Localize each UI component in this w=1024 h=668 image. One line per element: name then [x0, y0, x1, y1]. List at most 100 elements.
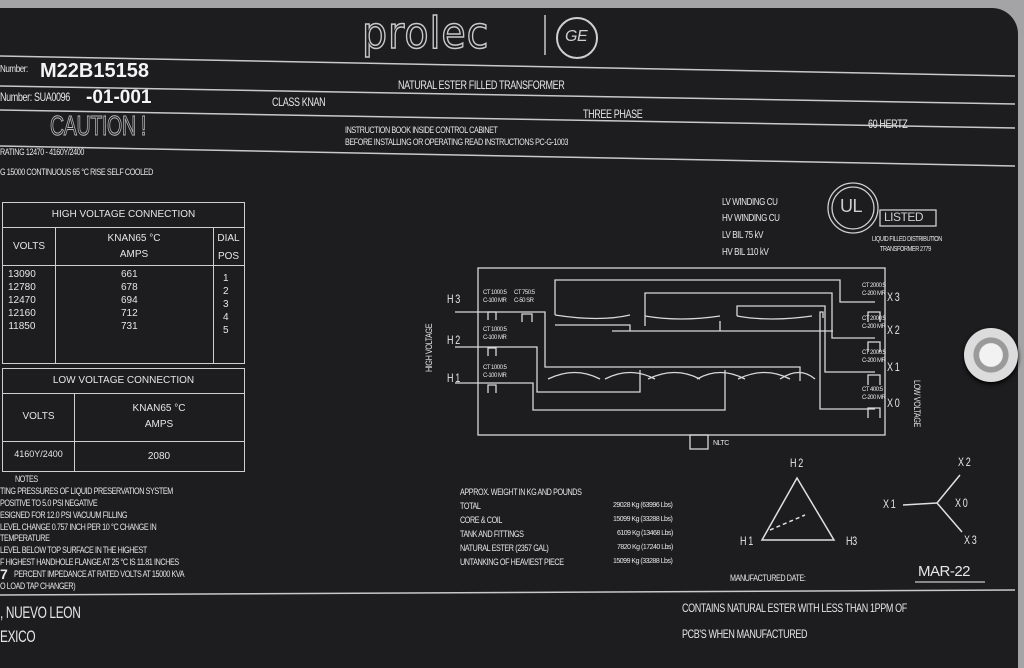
hv-volts: 13090 [8, 269, 36, 280]
plate-rules [0, 15, 1016, 596]
vector-h3: H3 [846, 534, 857, 548]
weight-value: 7820 Kg (17240 Lbs) [617, 544, 673, 551]
weight-value: 15099 Kg (33288 Lbs) [613, 516, 673, 523]
note-line: TING PRESSURES OF LIQUID PRESERVATION SY… [0, 486, 173, 496]
pcb-statement: CONTAINS NATURAL ESTER WITH LESS THAN 1P… [682, 601, 907, 615]
plate-title: NATURAL ESTER FILLED TRANSFORMER [398, 78, 565, 92]
col-header-pos: DIAL [217, 233, 240, 244]
lv-table-title: LOW VOLTAGE CONNECTION [52, 375, 195, 386]
phase: THREE PHASE [583, 107, 643, 121]
mounting-bolt [964, 328, 1018, 382]
note-line: F HIGHEST HANDHOLE FLANGE AT 25 °C IS 11… [0, 557, 179, 567]
ge-logo-icon [556, 17, 598, 59]
wiring-diagram [455, 267, 886, 450]
col-header-pos: POS [217, 251, 240, 262]
cooling-class: CLASS KNAN [272, 95, 326, 109]
ul-logo-icon [827, 182, 937, 234]
serial-label: Number: [0, 64, 28, 75]
col-header-amps: AMPS [144, 419, 174, 430]
hv-amps: 712 [121, 308, 138, 319]
ct-label: CT 400:5 [862, 387, 883, 393]
location-line: EXICO [0, 627, 36, 646]
weight-label: CORE & COIL [460, 515, 503, 525]
spec-line: HV WINDING CU [722, 213, 780, 224]
kva-rating: G 15000 CONTINUOUS 65 °C RISE SELF COOLE… [0, 167, 153, 177]
impedance-note: PERCENT IMPEDANCE AT RATED VOLTS AT 1500… [14, 569, 185, 579]
note-line: POSITIVE TO 5.0 PSI NEGATIVE [0, 498, 98, 508]
terminal-x0: X 0 [887, 396, 900, 410]
weight-label: UNTANKING OF HEAVIEST PIECE [460, 557, 564, 567]
hv-volts: 12780 [8, 282, 36, 293]
wye-vector-icon [902, 474, 963, 533]
hv-pos: 2 [223, 286, 229, 297]
note-line: LEVEL CHANGE 0.757 INCH PER 10 °C CHANGE… [0, 522, 157, 532]
hv-volts: 11850 [8, 321, 36, 332]
terminal-x2: X 2 [887, 323, 900, 337]
ul-text: LIQUID FILLED DISTRIBUTION [872, 236, 942, 243]
note-line: ESIGNED FOR 12.0 PSI VACUUM FILLING [0, 510, 128, 520]
col-header-volts: VOLTS [12, 241, 46, 252]
spec-line: LV WINDING CU [722, 197, 778, 208]
ct-label: C-100 MR [483, 373, 507, 379]
ct-label: C-200 MR [862, 395, 886, 401]
spec-line: LV BIL 75 kV [722, 230, 764, 241]
hv-volts: 12160 [8, 308, 36, 319]
hv-pos: 4 [223, 312, 229, 323]
caution-heading: CAUTION ! [50, 110, 147, 142]
delta-vector-icon [760, 476, 836, 541]
ct-label: CT 2000:5 [862, 350, 886, 356]
hv-pos: 5 [223, 325, 229, 336]
instruction-line: BEFORE INSTALLING OR OPERATING READ INST… [345, 137, 568, 147]
impedance-value: 7 [0, 566, 8, 582]
hv-pos: 1 [223, 273, 229, 284]
catalog-label: Number: SUA0096 [0, 90, 70, 104]
notes-title: NOTES [15, 474, 38, 484]
vector-x2: X 2 [958, 455, 971, 469]
ct-label: C-200 MR [862, 291, 886, 297]
voltage-rating: RATING 12470 - 4160Y/2400 [0, 147, 84, 157]
ul-listed: LISTED [884, 210, 924, 224]
serial-number: M22B15158 [40, 60, 149, 82]
lv-amps: 2080 [147, 451, 171, 462]
terminal-h3: H 3 [447, 292, 460, 306]
lv-connection-table: LOW VOLTAGE CONNECTION VOLTS KNAN65 °C A… [2, 368, 245, 472]
ct-label: CT 1000:5 [483, 290, 507, 296]
col-header-amps: KNAN65 °C [107, 233, 161, 244]
hv-connection-table: HIGH VOLTAGE CONNECTION VOLTS KNAN65 °C … [2, 202, 245, 364]
ct-label: C-100 MR [483, 335, 507, 341]
terminal-h2: H 2 [447, 333, 460, 347]
ct-label: CT 1000:5 [483, 327, 507, 333]
ul-mark: UL [840, 196, 863, 216]
lv-side-label: LOW VOLTAGE [912, 380, 922, 427]
pcb-statement: PCB'S WHEN MANUFACTURED [682, 627, 808, 641]
weight-value: 15099 Kg (33288 Lbs) [613, 558, 673, 565]
terminal-x3: X 3 [887, 290, 900, 304]
col-header-amps: AMPS [119, 249, 149, 260]
vector-h2: H 2 [790, 456, 803, 470]
hv-pos: 3 [223, 299, 229, 310]
ct-label: CT 2000:5 [862, 316, 886, 322]
col-header-amps: KNAN65 °C [132, 403, 186, 414]
ct-label: C-200 MR [862, 324, 886, 330]
vector-x0: X 0 [955, 496, 968, 510]
ct-label: C-100 MR [483, 298, 507, 304]
weight-label: TANK AND FITTINGS [460, 529, 524, 539]
note-line: LEVEL BELOW TOP SURFACE IN THE HIGHEST [0, 545, 147, 555]
terminal-x1: X 1 [887, 360, 900, 374]
ct-label: C-50 SR [514, 298, 534, 304]
hv-side-label: HIGH VOLTAGE [424, 323, 434, 372]
instruction-line: INSTRUCTION BOOK INSIDE CONTROL CABINET [345, 125, 498, 135]
lv-volts: 4160Y/2400 [14, 449, 63, 459]
hv-amps: 731 [121, 321, 138, 332]
terminal-h1: H 1 [447, 371, 460, 385]
nltc-label: NLTC [713, 440, 729, 447]
catalog-suffix: -01-001 [86, 87, 152, 108]
weight-value: 29028 Kg (63996 Lbs) [613, 502, 673, 509]
hv-amps: 694 [121, 295, 138, 306]
ge-logo: GE [565, 28, 588, 45]
hv-table-title: HIGH VOLTAGE CONNECTION [51, 209, 196, 220]
vector-h1: H 1 [740, 534, 753, 548]
weight-label: TOTAL [460, 501, 481, 511]
ct-label: CT 2000:5 [862, 283, 886, 289]
prolec-logo: prolec [361, 7, 490, 60]
